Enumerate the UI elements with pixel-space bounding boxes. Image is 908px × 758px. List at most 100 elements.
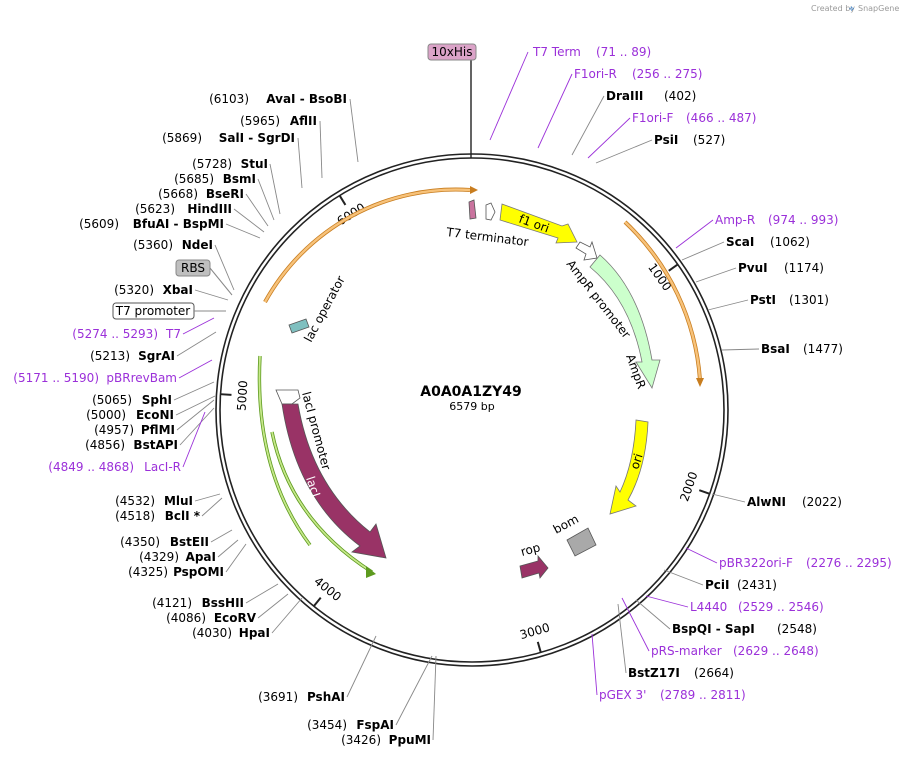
leader-ampr_primer	[675, 219, 714, 249]
leader-scai	[681, 241, 725, 261]
label-bsmi: (5685) BsmI	[174, 172, 256, 186]
leader-xbai	[194, 289, 229, 301]
scale-tick-4000	[313, 596, 322, 607]
leader-t7	[182, 317, 215, 335]
label-name: BsaI	[761, 342, 790, 356]
leader-sphi	[173, 381, 215, 401]
orf-arrow-left	[263, 188, 471, 303]
t7-promoter-label: T7 promoter	[115, 304, 191, 318]
laci-arrow	[281, 403, 387, 559]
label-pos: (4957)	[94, 423, 134, 437]
ampr-arrow	[589, 254, 661, 389]
label-name: BstZ17I	[628, 666, 680, 680]
label-name: T7 Term	[532, 45, 581, 59]
label-bsai: BsaI (1477)	[761, 342, 843, 356]
label-pos: (2629 .. 2648)	[733, 644, 819, 658]
label-pos: (4350)	[120, 535, 160, 549]
label-bcli: (4518) BclI *	[115, 509, 201, 523]
scale-tick-label: 3000	[518, 620, 551, 642]
label-pos: (1174)	[784, 261, 824, 275]
label-mlui: (4532) MluI	[115, 494, 193, 508]
label-bstapi: (4856) BstAPI	[85, 438, 178, 452]
label-name: BclI *	[165, 509, 201, 523]
label-pos: (402)	[664, 89, 696, 103]
label-prsmarker: pRS-marker (2629 .. 2648)	[651, 644, 819, 658]
label-name: EcoNI	[136, 408, 174, 422]
label-pbr322: pBR322ori-F (2276 .. 2295)	[719, 556, 892, 570]
scale-tick-1000	[668, 263, 679, 272]
label-pos: (5668)	[158, 187, 198, 201]
leader-econi	[175, 395, 216, 416]
label-pshai: (3691) PshAI	[258, 690, 345, 704]
label-name: AflII	[290, 114, 317, 128]
leader-ndei	[214, 244, 235, 291]
label-name: LacI-R	[144, 460, 181, 474]
leader-pbr322	[685, 547, 718, 564]
rbs-label: RBS	[181, 261, 205, 275]
label-name: BstEII	[170, 535, 209, 549]
label-pos: (5274 .. 5293)	[72, 327, 158, 341]
leader-f1orir	[537, 73, 573, 149]
label-pos: (4532)	[115, 494, 155, 508]
label-pos: (4086)	[166, 611, 206, 625]
rop-label: rop	[519, 540, 542, 559]
label-name: pBR322ori-F	[719, 556, 793, 570]
leader-pgex3	[591, 633, 598, 696]
label-pos: (2548)	[777, 622, 817, 636]
label-pos: (5213)	[90, 349, 130, 363]
label-pvui: PvuI (1174)	[738, 261, 824, 275]
laci-promoter-arrow	[275, 389, 301, 405]
label-pos: (5685)	[174, 172, 214, 186]
leader-stui	[269, 163, 281, 215]
label-ampr-primer: Amp-R (974 .. 993)	[715, 213, 838, 227]
label-ndei: (5360) NdeI	[133, 238, 213, 252]
label-pos: (2022)	[802, 495, 842, 509]
leader-hpai	[271, 597, 303, 634]
leader-sali	[297, 137, 303, 189]
leader-hindiii	[233, 208, 265, 233]
leader-pspomi	[225, 543, 247, 573]
leader-fspai	[395, 655, 433, 726]
label-ppumi: (3426) PpuMI	[341, 733, 431, 747]
his-tag-box	[427, 43, 477, 61]
label-econi: (5000) EcoNI	[86, 408, 174, 422]
label-pbrrevbam: (5171 .. 5190) pBRrevBam	[13, 371, 177, 385]
lac-operator-label: lac operator	[301, 274, 348, 345]
label-draiii: DraIII (402)	[606, 89, 696, 103]
label-name: pBRrevBam	[106, 371, 177, 385]
leader-sgrai	[176, 331, 217, 357]
t7-terminator-label: T7 terminator	[445, 225, 530, 249]
backbone-outer-ring	[215, 153, 729, 667]
scale-tick-3000	[536, 641, 542, 653]
label-bspqi: BspQI - SapI (2548)	[672, 622, 817, 636]
scale-tick-label: 5000	[235, 380, 251, 411]
label-pos: (4518)	[115, 509, 155, 523]
label-pcii: PciI (2431)	[705, 578, 777, 592]
label-name: BssHII	[202, 596, 244, 610]
leader-psii	[595, 139, 653, 164]
orf-arrow-right-head	[696, 378, 704, 387]
label-name: AvaI - BsoBI	[266, 92, 347, 106]
leader-draiii	[571, 95, 605, 156]
label-pos: (4329)	[139, 550, 179, 564]
plasmid-name: A0A0A1ZY49	[420, 384, 522, 400]
leader-bspqi	[635, 599, 671, 630]
label-name: PvuI	[738, 261, 768, 275]
label-name: SalI - SgrDI	[219, 131, 295, 145]
label-name: PstI	[750, 293, 776, 307]
label-name: PciI	[705, 578, 730, 592]
leader-f1orif	[587, 117, 631, 159]
label-t7: (5274 .. 5293) T7	[72, 327, 181, 341]
label-pos: (5965)	[240, 114, 280, 128]
label-pos: (71 .. 89)	[596, 45, 651, 59]
rbs-leader	[209, 267, 233, 296]
leader-bstz17i	[617, 603, 627, 674]
bom-label: bom	[551, 512, 581, 537]
leader-prsmarker	[621, 597, 650, 652]
label-sphi: (5065) SphI	[92, 393, 172, 407]
leader-bsshii	[245, 583, 279, 604]
label-pos: (4325)	[128, 565, 168, 579]
label-hindiii: (5623) HindIII	[135, 202, 232, 216]
label-pos: (2789 .. 2811)	[660, 688, 746, 702]
label-avai: (6103) AvaI - BsoBI	[209, 92, 347, 106]
